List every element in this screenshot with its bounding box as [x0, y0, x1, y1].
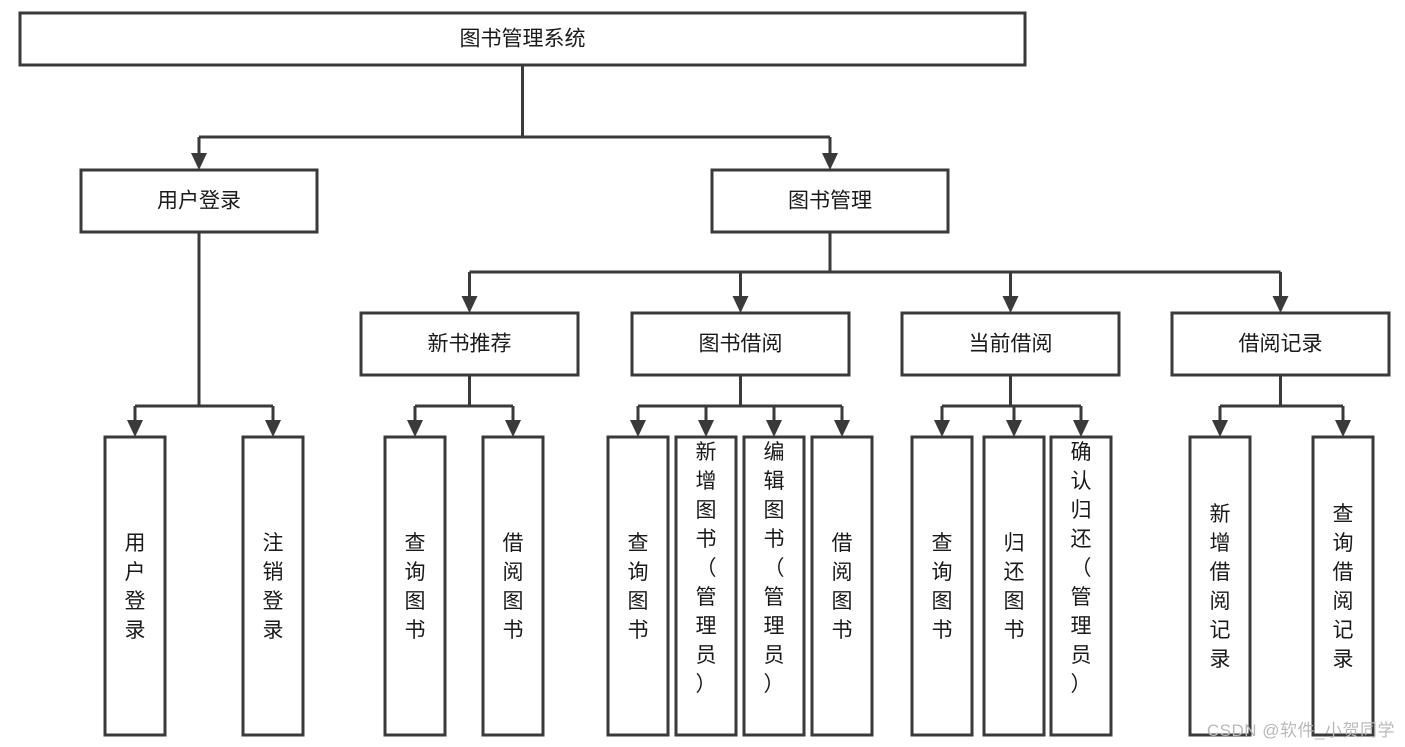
csdn-watermark: CSDN @软件_小贺同学	[1206, 721, 1395, 740]
node-label-book-management: 图书管理	[788, 190, 872, 213]
arrow-head-icon	[461, 296, 478, 313]
arrow-head-icon	[698, 420, 714, 437]
node-label-leaf-borrow-book: 借阅图书	[832, 532, 853, 642]
node-box-new-book-recommend[interactable]	[359, 311, 580, 377]
node-label-leaf-add-book-admin: 新增图书（管理员）	[696, 441, 717, 696]
arrow-head-icon	[407, 420, 423, 437]
node-layer: 图书管理系统用户登录图书管理新书推荐图书借阅当前借阅借阅记录用户登录注销登录查询…	[18, 11, 1391, 737]
node-label-leaf-add-borrow-record: 新增借阅记录	[1210, 503, 1231, 671]
node-box-leaf-borrow-book-recommend[interactable]	[481, 435, 545, 737]
connector-layer	[127, 65, 1351, 437]
node-label-book-borrow: 图书借阅	[699, 333, 783, 356]
arrow-head-icon	[265, 420, 281, 437]
arrow-head-icon	[934, 420, 950, 437]
node-box-root[interactable]	[18, 11, 1027, 67]
node-box-leaf-return-book[interactable]	[982, 435, 1046, 737]
node-leaf-query-book[interactable]: 查询图书	[606, 435, 670, 737]
node-box-leaf-add-book-admin[interactable]	[674, 435, 738, 737]
node-label-leaf-user-login: 用户登录	[125, 532, 146, 642]
node-box-leaf-borrow-book[interactable]	[810, 435, 874, 737]
node-borrow-record[interactable]: 借阅记录	[1170, 311, 1391, 377]
node-label-user-login: 用户登录	[157, 190, 241, 213]
node-label-leaf-query-book-current: 查询图书	[932, 532, 953, 642]
node-box-leaf-confirm-return-admin[interactable]	[1049, 435, 1113, 737]
node-leaf-logout[interactable]: 注销登录	[241, 435, 305, 737]
node-label-borrow-record: 借阅记录	[1239, 333, 1323, 356]
node-label-leaf-confirm-return-admin: 确认归还（管理员）	[1071, 441, 1092, 696]
node-label-leaf-query-book: 查询图书	[628, 532, 649, 642]
node-leaf-query-book-current[interactable]: 查询图书	[910, 435, 974, 737]
node-root[interactable]: 图书管理系统	[18, 11, 1027, 67]
node-label-leaf-query-book-recommend: 查询图书	[405, 532, 426, 642]
node-leaf-borrow-book[interactable]: 借阅图书	[810, 435, 874, 737]
arrow-head-icon	[1335, 420, 1351, 437]
node-box-leaf-query-book-current[interactable]	[910, 435, 974, 737]
node-box-user-login[interactable]	[79, 168, 319, 234]
node-box-leaf-edit-book-admin[interactable]	[742, 435, 806, 737]
node-label-current-borrow: 当前借阅	[969, 333, 1053, 356]
node-new-book-recommend[interactable]: 新书推荐	[359, 311, 580, 377]
arrow-head-icon	[822, 153, 838, 170]
node-book-borrow[interactable]: 图书借阅	[630, 311, 851, 377]
node-box-borrow-record[interactable]	[1170, 311, 1391, 377]
node-label-leaf-edit-book-admin: 编辑图书（管理员）	[764, 441, 785, 696]
arrow-head-icon	[834, 420, 850, 437]
node-user-login[interactable]: 用户登录	[79, 168, 319, 234]
node-leaf-user-login[interactable]: 用户登录	[103, 435, 167, 737]
arrow-head-icon	[732, 296, 749, 313]
arrow-head-icon	[1002, 296, 1019, 313]
node-box-book-borrow[interactable]	[630, 311, 851, 377]
node-box-book-management[interactable]	[710, 168, 950, 234]
node-label-new-book-recommend: 新书推荐	[428, 333, 512, 356]
node-box-leaf-user-login[interactable]	[103, 435, 167, 737]
node-leaf-add-book-admin[interactable]: 新增图书（管理员）	[674, 435, 738, 737]
node-book-management[interactable]: 图书管理	[710, 168, 950, 234]
node-leaf-confirm-return-admin[interactable]: 确认归还（管理员）	[1049, 435, 1113, 737]
arrow-head-icon	[766, 420, 782, 437]
node-leaf-return-book[interactable]: 归还图书	[982, 435, 1046, 737]
arrow-head-icon	[1006, 420, 1022, 437]
arrow-head-icon	[191, 153, 207, 170]
node-leaf-query-book-recommend[interactable]: 查询图书	[383, 435, 447, 737]
node-label-leaf-return-book: 归还图书	[1004, 532, 1025, 642]
node-leaf-edit-book-admin[interactable]: 编辑图书（管理员）	[742, 435, 806, 737]
node-leaf-borrow-book-recommend[interactable]: 借阅图书	[481, 435, 545, 737]
node-label-leaf-query-borrow-record: 查询借阅记录	[1333, 503, 1354, 671]
arrow-head-icon	[630, 420, 646, 437]
node-leaf-add-borrow-record[interactable]: 新增借阅记录	[1188, 435, 1252, 737]
node-label-leaf-borrow-book-recommend: 借阅图书	[503, 532, 524, 642]
arrow-head-icon	[1212, 420, 1228, 437]
node-label-leaf-logout: 注销登录	[263, 532, 284, 642]
arrow-head-icon	[1272, 296, 1289, 313]
node-box-current-borrow[interactable]	[900, 311, 1121, 377]
arrow-head-icon	[127, 420, 143, 437]
node-label-root: 图书管理系统	[460, 28, 586, 51]
node-box-leaf-query-book[interactable]	[606, 435, 670, 737]
node-leaf-query-borrow-record[interactable]: 查询借阅记录	[1311, 435, 1375, 737]
node-box-leaf-query-borrow-record[interactable]	[1311, 435, 1375, 737]
node-box-leaf-add-borrow-record[interactable]	[1188, 435, 1252, 737]
node-box-leaf-logout[interactable]	[241, 435, 305, 737]
arrow-head-icon	[505, 420, 521, 437]
node-box-leaf-query-book-recommend[interactable]	[383, 435, 447, 737]
node-current-borrow[interactable]: 当前借阅	[900, 311, 1121, 377]
arrow-head-icon	[1073, 420, 1089, 437]
